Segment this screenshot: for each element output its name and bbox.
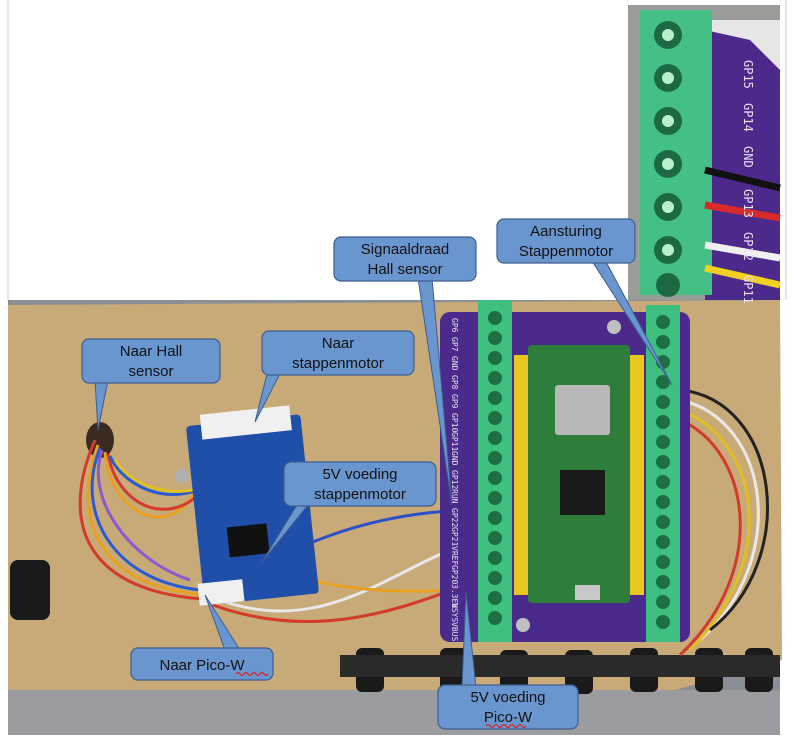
callout-line: sensor	[128, 363, 173, 380]
board-pin-label: GP20	[450, 565, 459, 584]
callout-naar-hall-sensor: Naar Hall sensor	[81, 338, 221, 431]
inset-pin-label: GP13	[741, 189, 755, 218]
inset-pin-label: GP15	[741, 60, 755, 89]
callout-line: Signaaldraad	[361, 241, 449, 258]
callout-naar-stappenmotor: Naar stappenmotor	[254, 330, 415, 423]
board-pin-label: VBUS	[450, 622, 459, 641]
board-pin-label: VSYS	[450, 603, 459, 622]
board-pin-label: GP7	[450, 337, 459, 352]
board-pin-labels: GP6GP7GNDGP8GP9GP10GP11GNDGP12RUNGP22GP2…	[450, 318, 459, 641]
callout-line: Hall sensor	[367, 261, 442, 278]
callout-naar-pico-w: Naar Pico-W	[130, 594, 274, 681]
callout-line: 5V voeding	[470, 689, 545, 706]
board-pin-label: GP11	[450, 432, 459, 451]
board-pin-label: GP12	[450, 470, 459, 489]
callout-line: Pico-W	[484, 709, 533, 726]
callout-line: Aansturing	[530, 223, 602, 240]
board-pin-label: GP8	[450, 375, 459, 390]
inset-pin-label: GP11	[741, 275, 755, 304]
board-pin-label: GP6	[450, 318, 459, 333]
callout-signaaldraad-hall: Signaaldraad Hall sensor	[333, 236, 477, 506]
board-pin-label: GND	[450, 356, 459, 371]
board-pin-label: GP22	[450, 508, 459, 527]
board-pin-label: GP21	[450, 527, 459, 546]
board-pin-label: 3.3EN	[450, 584, 459, 608]
callout-line: stappenmotor	[314, 486, 406, 503]
board-pin-label: GND	[450, 451, 459, 466]
callout-aansturing-stappenmotor: Aansturing Stappenmotor	[496, 218, 673, 386]
callout-line: 5V voeding	[322, 466, 397, 483]
callout-line: Naar Pico-W	[159, 657, 245, 674]
board-pin-label: GP10	[450, 413, 459, 432]
inset-pin-label: GP14	[741, 103, 755, 132]
board-pin-label: VREF	[450, 546, 459, 565]
inset-pin-label: GP12	[741, 232, 755, 261]
stepper-driver-board	[175, 405, 319, 606]
breakout-board: GP6GP7GNDGP8GP9GP10GP11GNDGP12RUNGP22GP2…	[440, 300, 690, 642]
callout-line: Stappenmotor	[519, 243, 613, 260]
callout-voeding-stappenmotor: 5V voeding stappenmotor	[261, 461, 437, 563]
inset-pin-label: GND	[741, 146, 755, 168]
board-pin-label: GP9	[450, 394, 459, 409]
callout-line: Naar Hall	[120, 343, 183, 360]
callout-voeding-pico-w: 5V voeding Pico-W	[437, 591, 579, 730]
board-pin-label: RUN	[450, 489, 459, 504]
wires	[78, 388, 769, 657]
callout-line: Naar	[322, 335, 355, 352]
callout-line: stappenmotor	[292, 355, 384, 372]
